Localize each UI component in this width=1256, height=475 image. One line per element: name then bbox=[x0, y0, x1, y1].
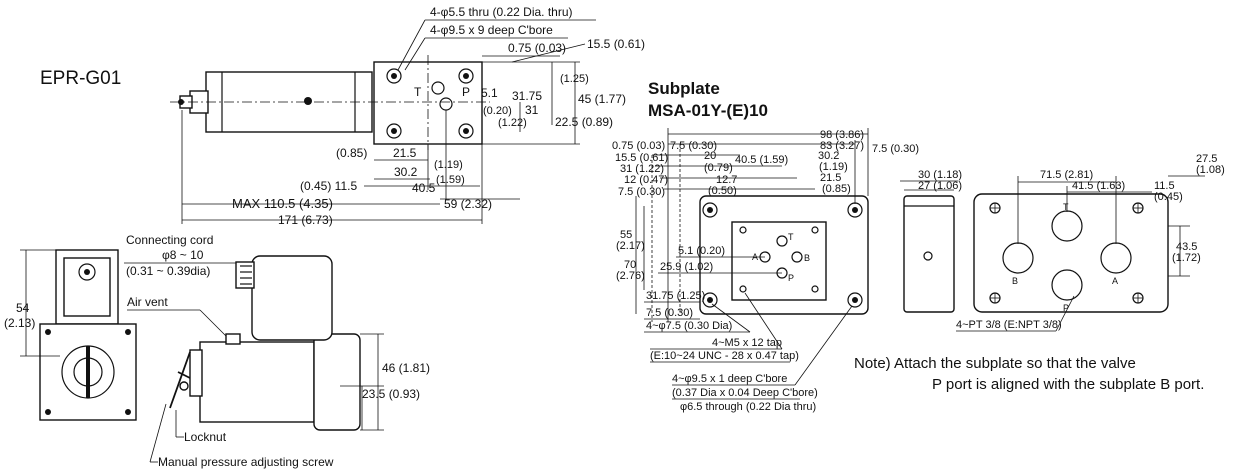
sub-port-b: B bbox=[804, 253, 810, 263]
dim-45: 45 (1.77) bbox=[578, 92, 626, 106]
connector-housing bbox=[251, 255, 333, 341]
dim-235: 23.5 (0.93) bbox=[362, 387, 420, 401]
subplate-side-body bbox=[903, 195, 955, 313]
note-line-2: P port is aligned with the subplate B po… bbox=[932, 376, 1204, 393]
dim-159: (1.59) bbox=[436, 174, 465, 186]
dim-122: (1.22) bbox=[498, 117, 527, 129]
locknut-label: Locknut bbox=[184, 430, 227, 444]
sub-dim-405: 40.5 (1.59) bbox=[735, 154, 788, 166]
dim-405: 40.5 bbox=[412, 181, 436, 195]
dim-171: 171 (6.73) bbox=[278, 213, 333, 227]
dim-020: (0.20) bbox=[483, 105, 512, 117]
port-t-label: T bbox=[414, 85, 422, 99]
dim-085: (0.85) bbox=[336, 146, 367, 160]
sub-dim-75a: 7.5 (0.30) bbox=[670, 140, 717, 152]
dim-045-115: (0.45) 11.5 bbox=[300, 179, 357, 193]
dim-46: 46 (1.81) bbox=[382, 361, 430, 375]
thru-hole-callout: 4-φ5.5 thru (0.22 Dia. thru) bbox=[430, 5, 573, 19]
dim-119: (1.19) bbox=[434, 159, 463, 171]
ss-dim-275: 27.5 bbox=[1196, 153, 1217, 165]
dim-075: 0.75 (0.03) bbox=[508, 41, 566, 55]
valve-top-view: T P 4-φ5.5 thru (0.22 Dia. thru) 4-φ9.5 … bbox=[170, 5, 645, 227]
dim-59: 59 (2.32) bbox=[444, 197, 492, 211]
cord-dia: φ8 ~ 10 bbox=[162, 248, 204, 262]
sub-dim-259: 25.9 (1.02) bbox=[660, 261, 713, 273]
side-body bbox=[199, 341, 315, 423]
sub-dim-127: 12.7 bbox=[716, 174, 737, 186]
ss-dim-27: 27 (1.06) bbox=[918, 180, 962, 192]
sub-dim-085: (0.85) bbox=[822, 183, 851, 195]
dim-302: 30.2 bbox=[394, 165, 418, 179]
subplate-view: Subplate MSA-01Y-(E)10 T A B P 98 (3.86)… bbox=[612, 79, 919, 413]
ss-dim-045: (0.45) bbox=[1154, 191, 1183, 203]
dim-225: 22.5 (0.89) bbox=[555, 115, 613, 129]
dim-54: 54 bbox=[16, 301, 30, 315]
ss-dim-172: (1.72) bbox=[1172, 252, 1201, 264]
subplate-model: MSA-01Y-(E)10 bbox=[648, 101, 768, 120]
dim-3175: 31.75 bbox=[512, 89, 542, 103]
ss-port-a: A bbox=[1112, 276, 1118, 286]
sub-dim-31: 31 (1.22) bbox=[620, 163, 664, 175]
ss-dim-30: 30 (1.18) bbox=[918, 169, 962, 181]
dim-max: MAX 110.5 (4.35) bbox=[232, 196, 333, 211]
sub-dim-unc: (E:10~24 UNC - 28 x 0.47 tap) bbox=[650, 350, 799, 362]
dim-125: (1.25) bbox=[560, 73, 589, 85]
ss-dim-pt: 4~PT 3/8 (E:NPT 3/8) bbox=[956, 319, 1062, 331]
model-label: EPR-G01 bbox=[40, 68, 121, 89]
sub-dim-cb1: 4~φ9.5 x 1 deep C'bore bbox=[672, 373, 787, 385]
sub-dim-thru: φ6.5 through (0.22 Dia thru) bbox=[680, 401, 816, 413]
sub-dim-75c: 7.5 (0.30) bbox=[646, 307, 693, 319]
sub-dim-276: (2.76) bbox=[616, 270, 645, 282]
ss-port-t: T bbox=[1063, 202, 1069, 212]
dim-51: 5.1 bbox=[481, 86, 498, 100]
ss-dim-715: 71.5 (2.81) bbox=[1040, 169, 1093, 181]
sub-dim-075: 0.75 (0.03) bbox=[612, 140, 665, 152]
subplate-side-view: 30 (1.18) 27 (1.06) T B A P 71.5 (2.81) … bbox=[900, 153, 1225, 332]
coil-screw-icon bbox=[304, 97, 312, 105]
sub-dim-119: (1.19) bbox=[819, 161, 848, 173]
dim-155: 15.5 (0.61) bbox=[587, 37, 645, 51]
subplate-bottom bbox=[973, 193, 1169, 313]
ss-port-b: B bbox=[1012, 276, 1018, 286]
dim-213: (2.13) bbox=[4, 316, 35, 330]
sub-dim-55: 55 bbox=[620, 229, 632, 241]
ss-dim-435: 43.5 bbox=[1176, 241, 1197, 253]
sub-dim-3175: 31.75 (1.25) bbox=[646, 290, 705, 302]
ss-dim-108: (1.08) bbox=[1196, 164, 1225, 176]
cord-dia-in: (0.31 ~ 0.39dia) bbox=[126, 264, 210, 278]
sub-dim-phi75: 4~φ7.5 (0.30 Dia) bbox=[646, 320, 732, 332]
sub-port-p: P bbox=[788, 273, 794, 283]
sub-dim-079: (0.79) bbox=[704, 162, 733, 174]
ss-dim-115: 11.5 bbox=[1154, 180, 1175, 192]
sub-dim-12: 12 (0.47) bbox=[624, 174, 668, 186]
ss-dim-415: 41.5 (1.63) bbox=[1072, 180, 1125, 192]
screw-label: Manual pressure adjusting screw bbox=[158, 455, 334, 469]
sub-dim-cb2: (0.37 Dia x 0.04 Deep C'bore) bbox=[672, 387, 818, 399]
sub-dim-70: 70 bbox=[624, 259, 636, 271]
sub-dim-217: (2.17) bbox=[616, 240, 645, 252]
subplate-title: Subplate bbox=[648, 79, 720, 98]
sub-dim-m5: 4~M5 x 12 tap bbox=[712, 337, 782, 349]
sub-dim-51: 5.1 (0.20) bbox=[678, 245, 725, 257]
sub-dim-050: (0.50) bbox=[708, 185, 737, 197]
port-p-label: P bbox=[462, 85, 470, 99]
ss-port-p: P bbox=[1063, 303, 1069, 313]
dim-31: 31 bbox=[525, 103, 539, 117]
note-line-1: Note) Attach the subplate so that the va… bbox=[854, 355, 1136, 372]
sub-dim-98: 98 (3.86) bbox=[820, 129, 864, 141]
sub-dim-83: 83 (3.27) bbox=[820, 140, 864, 152]
sub-dim-75r: 7.5 (0.30) bbox=[872, 143, 919, 155]
air-vent-label: Air vent bbox=[127, 295, 168, 309]
cbore-callout: 4-φ9.5 x 9 deep C'bore bbox=[430, 23, 553, 37]
sub-dim-215: 21.5 bbox=[820, 172, 841, 184]
sub-port-t: T bbox=[788, 232, 794, 242]
valve-side-view: Connecting cord φ8 ~ 10 (0.31 ~ 0.39dia)… bbox=[4, 233, 430, 469]
sub-dim-20: 20 bbox=[704, 150, 716, 162]
dim-215: 21.5 bbox=[393, 146, 417, 160]
sub-dim-302: 30.2 bbox=[818, 150, 839, 162]
sub-dim-75b: 7.5 (0.30) bbox=[618, 186, 665, 198]
cord-label: Connecting cord bbox=[126, 233, 213, 247]
